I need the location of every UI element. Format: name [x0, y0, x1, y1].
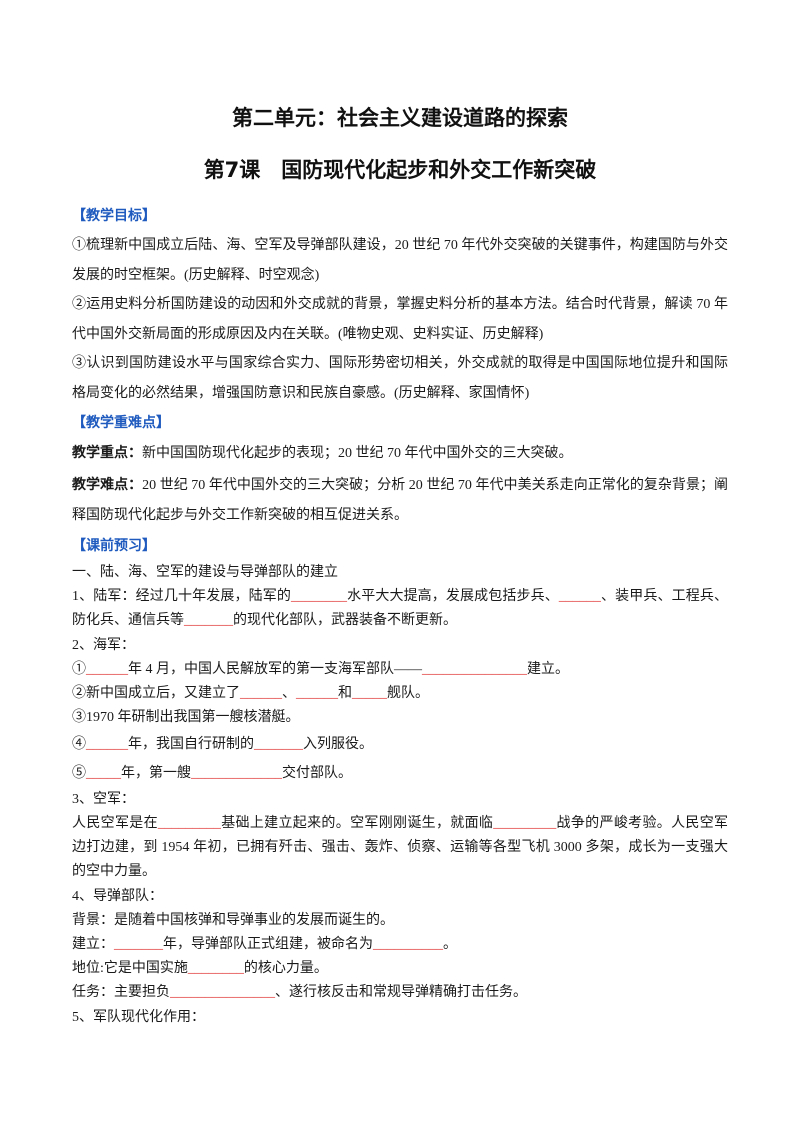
text-segment: 年，导弹部队正式组建，被命名为 — [163, 937, 373, 953]
preview-heading: 【课前预习】 — [72, 538, 156, 554]
fill-in-blank: ______ — [86, 661, 128, 677]
fill-in-blank: _________ — [493, 816, 557, 832]
missile-force-label: 4、导弹部队： — [72, 885, 728, 909]
air-force-question: 人民空军是在_________基础上建立起来的。空军刚刚诞生，就面临______… — [72, 812, 728, 885]
navy-item-1: ①______年 4 月，中国人民解放军的第一支海军部队——__________… — [72, 658, 728, 682]
objective-item-1: ①梳理新中国成立后陆、海、空军及导弹部队建设，20 世纪 70 年代外交突破的关… — [72, 238, 728, 283]
fill-in-blank: ______ — [296, 686, 338, 702]
fill-in-blank: _______________ — [422, 661, 527, 677]
missile-status: 地位:它是中国实施________的核心力量。 — [72, 957, 728, 981]
navy-item-3: ③1970 年研制出我国第一艘核潜艇。 — [72, 706, 728, 730]
army-question: 1、陆军：经过几十年发展，陆军的________水平大大提高，发展成包括步兵、_… — [72, 585, 728, 633]
lesson-title: 第7课 国防现代化起步和外交工作新突破 — [203, 158, 597, 182]
navy-label: 2、海军： — [72, 634, 728, 658]
text-segment: 的核心力量。 — [243, 961, 328, 977]
text-segment: 背景：是随着中国核弹和导弹事业的发展而诞生的。 — [72, 912, 394, 928]
fill-in-blank: ________ — [187, 961, 244, 977]
missile-mission: 任务：主要担负_______________、遂行核反击和常规导弹精确打击任务。 — [72, 981, 728, 1005]
fill-in-blank: _______ — [254, 737, 303, 753]
text-segment: 战争的严峻考验。人民空军边打边建，到 1954 年初，已拥有歼击、强击、轰炸、侦… — [72, 816, 729, 880]
fill-in-blank: ______ — [558, 589, 601, 605]
text-segment: 任务：主要担负 — [72, 985, 170, 1001]
objectives-heading: 【教学目标】 — [72, 208, 156, 224]
missile-background: 背景：是随着中国核弹和导弹事业的发展而诞生的。 — [72, 909, 728, 933]
text-segment: ②新中国成立后，又建立了 — [72, 686, 240, 702]
document-content: 第二单元：社会主义建设道路的探索 第7课 国防现代化起步和外交工作新突破 【教学… — [72, 0, 728, 1030]
teaching-focus-text: 新中国国防现代化起步的表现；20 世纪 70 年代中国外交的三大突破。 — [142, 446, 573, 461]
text-segment: 4、导弹部队： — [72, 888, 163, 904]
teaching-focus: 教学重点：新中国国防现代化起步的表现；20 世纪 70 年代中国外交的三大突破。 — [72, 438, 728, 469]
teaching-focus-label: 教学重点： — [72, 445, 142, 461]
fill-in-blank: _______ — [114, 937, 163, 953]
fill-in-blank: _____________ — [191, 765, 282, 781]
key-points-heading: 【教学重难点】 — [72, 415, 170, 431]
fill-in-blank: _____ — [86, 765, 121, 781]
fill-in-blank: _______________ — [170, 985, 275, 1001]
preview-part-one-title: 一、陆、海、空军的建设与导弹部队的建立 — [72, 561, 728, 585]
text-segment: 5、军队现代化作用： — [72, 1009, 205, 1025]
text-segment: 一、陆、海、空军的建设与导弹部队的建立 — [72, 565, 338, 580]
fill-in-blank: _________ — [157, 816, 221, 832]
navy-item-4: ④______年，我国自行研制的_______入列服役。 — [72, 733, 728, 757]
text-segment: 入列服役。 — [303, 737, 373, 753]
text-segment: 水平大大提高，发展成包括步兵、 — [346, 589, 559, 605]
teaching-difficulty: 教学难点：20 世纪 70 年代中国外交的三大突破；分析 20 世纪 70 年代… — [72, 470, 728, 531]
text-segment: ④ — [72, 737, 86, 753]
text-segment: 3、空军： — [72, 791, 135, 807]
text-segment: 。 — [443, 937, 457, 953]
text-segment: ① — [72, 661, 86, 677]
text-segment: 舰队。 — [387, 686, 429, 702]
unit-title: 第二单元：社会主义建设道路的探索 — [232, 106, 568, 130]
objective-item-2: ②运用史料分析国防建设的动因和外交成就的背景，掌握史料分析的基本方法。结合时代背… — [72, 297, 728, 342]
text-segment: 人民空军是在 — [72, 816, 158, 832]
teaching-difficulty-text: 20 世纪 70 年代中国外交的三大突破；分析 20 世纪 70 年代中美关系走… — [72, 478, 729, 523]
fill-in-blank: __________ — [373, 937, 443, 953]
fill-in-blank: _____ — [352, 686, 387, 702]
preview-content: 一、陆、海、空军的建设与导弹部队的建立 1、陆军：经过几十年发展，陆军的____… — [72, 561, 728, 1030]
text-segment: 年，我国自行研制的 — [128, 737, 254, 753]
text-segment: 、装甲兵、工程兵、防化兵、通信兵等 — [72, 589, 729, 629]
objective-item-3: ③认识到国防建设水平与国家综合实力、国际形势密切相关，外交成就的取得是中国国际地… — [72, 356, 728, 401]
text-segment: 和 — [338, 686, 352, 702]
fill-in-blank: _______ — [184, 613, 233, 629]
text-segment: 建立： — [72, 937, 114, 953]
teaching-difficulty-label: 教学难点： — [72, 477, 143, 493]
fill-in-blank: ______ — [240, 686, 282, 702]
text-segment: 、 — [282, 686, 296, 702]
missile-establishment: 建立：_______年，导弹部队正式组建，被命名为__________。 — [72, 933, 728, 957]
fill-in-blank: ______ — [86, 737, 128, 753]
objectives-list: ①梳理新中国成立后陆、海、空军及导弹部队建设，20 世纪 70 年代外交突破的关… — [72, 231, 728, 408]
text-segment: 年 4 月，中国人民解放军的第一支海军部队—— — [128, 661, 422, 677]
air-force-label: 3、空军： — [72, 788, 728, 812]
military-modernization-label: 5、军队现代化作用： — [72, 1006, 728, 1030]
navy-item-5: ⑤_____年，第一艘_____________交付部队。 — [72, 762, 728, 786]
text-segment: 建立。 — [527, 661, 569, 677]
text-segment: ③1970 年研制出我国第一艘核潜艇。 — [72, 710, 300, 726]
text-segment: 1、陆军：经过几十年发展，陆军的 — [72, 589, 291, 605]
text-segment: 2、海军： — [72, 637, 135, 653]
text-segment: 地位:它是中国实施 — [72, 961, 188, 977]
fill-in-blank: ________ — [290, 589, 347, 605]
navy-item-2: ②新中国成立后，又建立了______、______和_____舰队。 — [72, 682, 728, 706]
text-segment: ⑤ — [72, 765, 86, 781]
text-segment: 基础上建立起来的。空军刚刚诞生，就面临 — [220, 816, 494, 832]
text-segment: 、遂行核反击和常规导弹精确打击任务。 — [275, 985, 527, 1001]
text-segment: 年，第一艘 — [121, 765, 191, 781]
text-segment: 交付部队。 — [282, 765, 352, 781]
text-segment: 的现代化部队，武器装备不断更新。 — [233, 613, 457, 629]
